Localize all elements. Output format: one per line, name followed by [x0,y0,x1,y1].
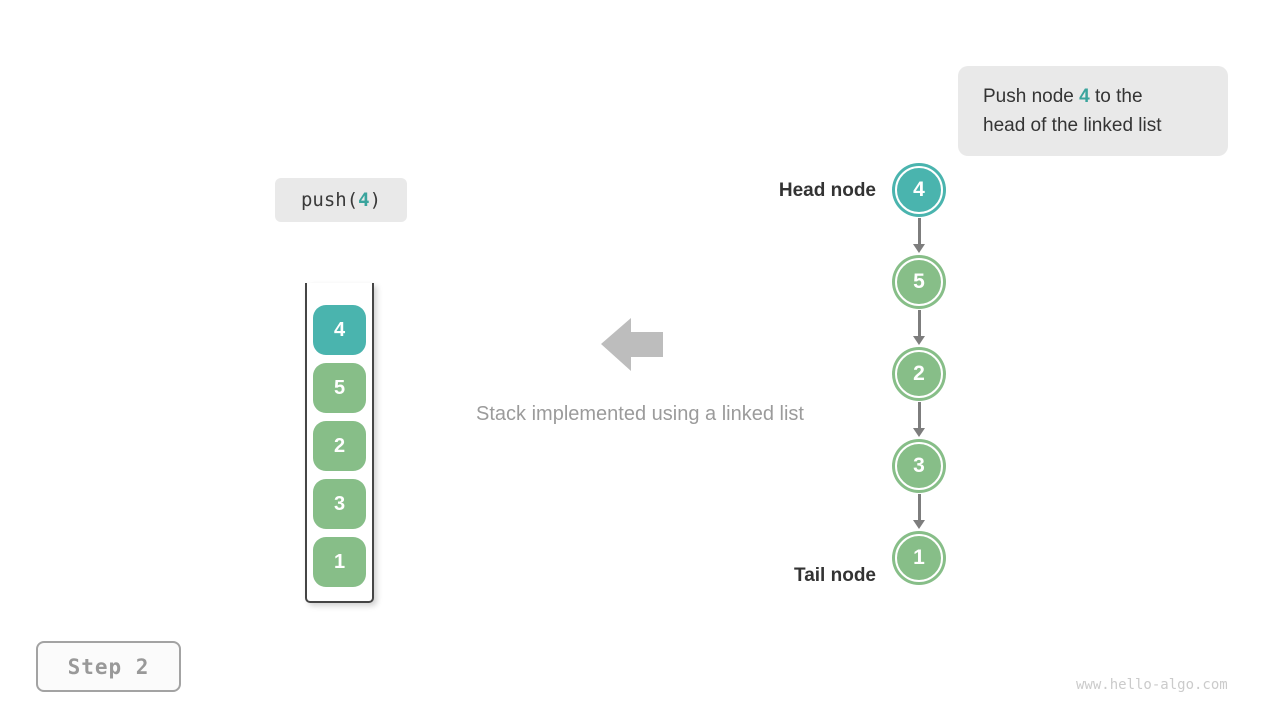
linked-list-node: 3 [895,442,943,490]
node-value: 4 [913,178,925,201]
arrow-head [913,428,925,437]
arrow-down-icon [913,217,925,255]
watermark: www.hello-algo.com [1076,677,1228,693]
callout-text-pre: Push node [983,86,1080,107]
linked-list-node: 2 [895,350,943,398]
stack-item-value: 4 [333,318,346,341]
push-code-badge: push(4) [275,178,407,222]
node-value: 2 [913,362,925,385]
tail-node-label: Tail node [794,565,876,586]
arrow-line [917,402,921,428]
arrow-down-icon [913,401,925,439]
stack-item: 3 [313,479,366,529]
callout-text-post: to the head of the linked list [983,86,1162,136]
stack-item-value: 2 [333,434,346,457]
linked-list-node: 1 [895,534,943,582]
stack-item-value: 1 [333,550,346,573]
callout-value: 4 [1079,86,1090,107]
code-value: 4 [358,189,370,211]
linked-list-node: 5 [895,258,943,306]
step-badge: Step 2 [36,641,181,692]
stack-item: 5 [313,363,366,413]
code-pre: push( [300,189,359,211]
stack-item: 2 [313,421,366,471]
node-value: 5 [913,270,925,293]
stack-item-value: 5 [333,376,346,399]
caption-text: Stack implemented using a linked list [476,403,804,425]
code-post: ) [369,189,382,211]
arrow-line [917,494,921,520]
stack-item: 1 [313,537,366,587]
arrow-head [913,336,925,345]
linked-list: 4 5 2 3 1 [890,163,948,585]
block-arrow-left-icon [601,318,663,371]
linked-list-node: 4 [895,166,943,214]
arrow-down-icon [913,493,925,531]
stack-item: 4 [313,305,366,355]
arrow-head [913,244,925,253]
node-value: 1 [913,546,925,569]
arrow-line [917,310,921,336]
arrow-line [917,218,921,244]
arrow-down-icon [913,309,925,347]
stack-item-value: 3 [333,492,346,515]
node-value: 3 [913,454,925,477]
head-node-label: Head node [778,180,876,201]
stack-container: 4 5 2 3 1 [305,283,374,603]
arrow-head [913,520,925,529]
callout-push-node: Push node 4 to the head of the linked li… [958,66,1228,156]
